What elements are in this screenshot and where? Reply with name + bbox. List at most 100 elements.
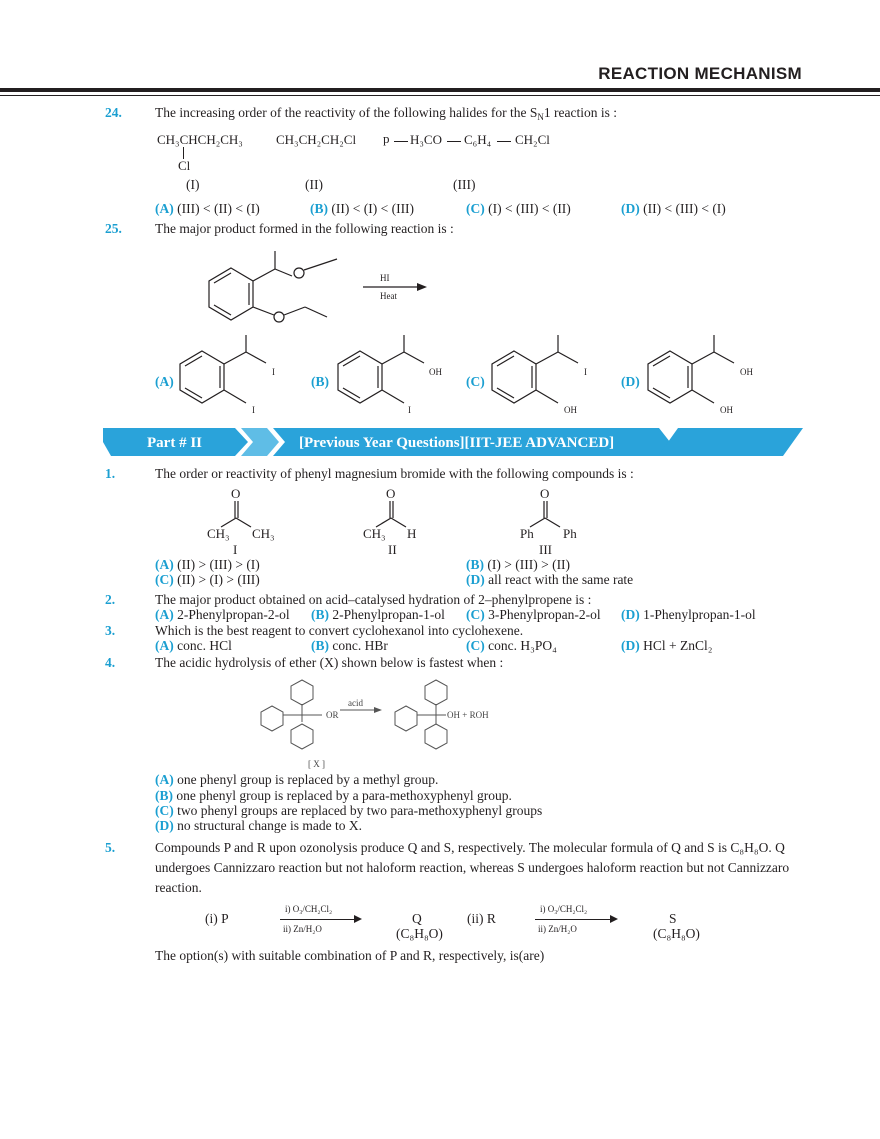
pyq-3-option-c-text: conc. H₃PO₄ (488, 638, 557, 653)
pyq-2-text: The major product obtained on acid–catal… (155, 592, 592, 607)
pyq-3-option-d-text: HCl + ZnCl₂ (643, 638, 713, 653)
banner-part-label: Part # II (147, 435, 202, 451)
pyq-5-line-1: Compounds P and R upon ozonolysis produc… (155, 840, 785, 855)
q24-option-d-key: (D) (621, 201, 640, 216)
pyq-4-option-a-text: one phenyl group is replaced by a methyl… (177, 772, 439, 787)
pyq-3-option-c[interactable]: (C) conc. H₃PO₄ (466, 638, 557, 654)
compound-3-part-a: H₃CO (410, 132, 442, 147)
pyq-3-option-b-text: conc. HBr (332, 638, 388, 653)
pyq-1-number: 1. (105, 466, 116, 481)
pyq-2-option-d[interactable]: (D) 1-Phenylpropan-1-ol (621, 607, 756, 623)
pyq-2-option-c-text: 3-Phenylpropan-2-ol (488, 607, 601, 622)
pyq-2-option-c-key: (C) (466, 607, 485, 622)
compound-2-formula: CH₃CH₂CH₂Cl (276, 132, 357, 147)
compound-I-left: CH₃ (207, 526, 230, 541)
question-24-number: 24. (105, 105, 122, 120)
ether-group: OR (326, 710, 339, 720)
compound-I-label: I (233, 542, 237, 556)
pyq-3-option-b-key: (B) (311, 638, 329, 653)
part-banner: Part # II [Previous Year Questions][IIT-… (103, 428, 803, 456)
reaction-1-reagent-bottom: ii) Zn/H₂O (283, 924, 322, 934)
pyq-4-option-c[interactable]: (C) two phenyl groups are replaced by tw… (155, 803, 542, 819)
q24-option-c[interactable]: (C) (I) < (III) < (II) (466, 201, 571, 217)
pyq-3-option-b[interactable]: (B) conc. HBr (311, 638, 388, 654)
q25-option-a[interactable]: (A) (155, 374, 174, 390)
q24-option-d-text: (II) < (III) < (I) (643, 201, 726, 216)
compound-3-bond-1 (394, 141, 408, 142)
pyq-1-option-a[interactable]: (A) (II) > (III) > (I) (155, 557, 260, 573)
pyq-4-option-b[interactable]: (B) one phenyl group is replaced by a pa… (155, 788, 512, 804)
pyq-3-option-a[interactable]: (A) conc. HCl (155, 638, 232, 654)
compound-x-label: [ X ] (308, 759, 325, 769)
reaction-2-formula: (C₈H₈O) (653, 926, 700, 941)
q25-option-b-structure: OH I (337, 335, 442, 415)
page-header-title: REACTION MECHANISM (598, 64, 802, 83)
reaction-2-reagent-bottom: ii) Zn/H₂O (538, 924, 577, 934)
pyq-3-option-a-text: conc. HCl (177, 638, 232, 653)
pyq-1-option-d-key: (D) (466, 572, 485, 587)
reaction-2-arrow-head (610, 915, 618, 923)
compound-III-oxygen: O (540, 486, 549, 501)
pyq-2-option-c[interactable]: (C) 3-Phenylpropan-2-ol (466, 607, 601, 623)
reaction-1-reagent-top: i) O₃/CH₂Cl₂ (285, 904, 333, 914)
q25-option-b[interactable]: (B) (311, 374, 329, 390)
compound-1-formula: CH₃CHCH₂CH₃ (157, 132, 243, 147)
pyq-4-option-c-key: (C) (155, 803, 174, 818)
compound-1-label: (I) (186, 177, 200, 192)
q25-option-b-top: OH (429, 367, 442, 377)
q25-option-d[interactable]: (D) (621, 374, 640, 390)
q25-option-d-structure: OH OH (647, 335, 753, 415)
q25-option-a-top: I (272, 367, 275, 377)
pyq-2-option-b[interactable]: (B) 2-Phenylpropan-1-ol (311, 607, 445, 623)
compound-III-left: Ph (520, 526, 534, 541)
pyq-2-option-b-text: 2-Phenylpropan-1-ol (332, 607, 445, 622)
q24-option-b-text: (II) < (I) < (III) (331, 201, 415, 216)
pyq-1-option-d[interactable]: (D) all react with the same rate (466, 572, 633, 588)
pyq-4-option-a[interactable]: (A) one phenyl group is replaced by a me… (155, 772, 438, 788)
reaction-1-arrow (280, 919, 355, 920)
pyq-1-option-c[interactable]: (C) (II) > (I) > (III) (155, 572, 260, 588)
question-24-text-b: 1 reaction is : (543, 105, 617, 120)
q25-option-d-key: (D) (621, 374, 640, 389)
q25-option-d-bottom: OH (720, 405, 733, 415)
pyq-3-option-a-key: (A) (155, 638, 174, 653)
reaction-2-reagent-top: i) O₃/CH₂Cl₂ (540, 904, 588, 914)
q24-option-d[interactable]: (D) (II) < (III) < (I) (621, 201, 726, 217)
compound-3-bond-3 (497, 141, 511, 142)
reaction-1-arrow-head (354, 915, 362, 923)
q24-option-c-text: (I) < (III) < (II) (488, 201, 571, 216)
pyq-4-option-d[interactable]: (D) no structural change is made to X. (155, 818, 362, 834)
q25-option-a-bottom: I (252, 405, 255, 415)
pyq-4-text: The acidic hydrolysis of ether (X) shown… (155, 655, 504, 670)
q24-option-a[interactable]: (A) (III) < (II) < (I) (155, 201, 260, 217)
pyq-3-option-d[interactable]: (D) HCl + ZnCl₂ (621, 638, 712, 654)
pyq-5-line-3: reaction. (155, 880, 202, 895)
pyq-1-option-a-key: (A) (155, 557, 174, 572)
pyq-4-option-d-text: no structural change is made to X. (177, 818, 362, 833)
q25-option-c-bottom: OH (564, 405, 577, 415)
pyq-1-option-c-text: (II) > (I) > (III) (177, 572, 260, 587)
q24-option-b[interactable]: (B) (II) < (I) < (III) (310, 201, 414, 217)
compound-2-label: (II) (305, 177, 323, 192)
pyq-5-closing: The option(s) with suitable combination … (155, 948, 545, 963)
compound-II-left: CH₃ (363, 526, 386, 541)
q25-option-c-structure: I OH (491, 335, 587, 415)
q24-option-a-key: (A) (155, 201, 174, 216)
pyq-4-option-c-text: two phenyl groups are replaced by two pa… (177, 803, 543, 818)
pyq-3-number: 3. (105, 623, 116, 638)
compound-II-label: II (388, 542, 397, 556)
q25-option-d-top: OH (740, 367, 753, 377)
pyq-4-option-a-key: (A) (155, 772, 174, 787)
pyq-2-number: 2. (105, 592, 116, 607)
pyq-2-option-a[interactable]: (A) 2-Phenylpropan-2-ol (155, 607, 290, 623)
pyq-2-option-b-key: (B) (311, 607, 329, 622)
q25-option-b-bottom: I (408, 405, 411, 415)
pyq-4-option-d-key: (D) (155, 818, 174, 833)
reaction-2-product: S (669, 911, 677, 926)
benzene-ring (208, 267, 254, 321)
pyq-1-option-b[interactable]: (B) (I) > (III) > (II) (466, 557, 570, 573)
q25-option-a-key: (A) (155, 374, 174, 389)
products: OH + ROH (447, 710, 489, 720)
q25-option-c[interactable]: (C) (466, 374, 485, 390)
acid-reagent: acid (348, 698, 363, 708)
